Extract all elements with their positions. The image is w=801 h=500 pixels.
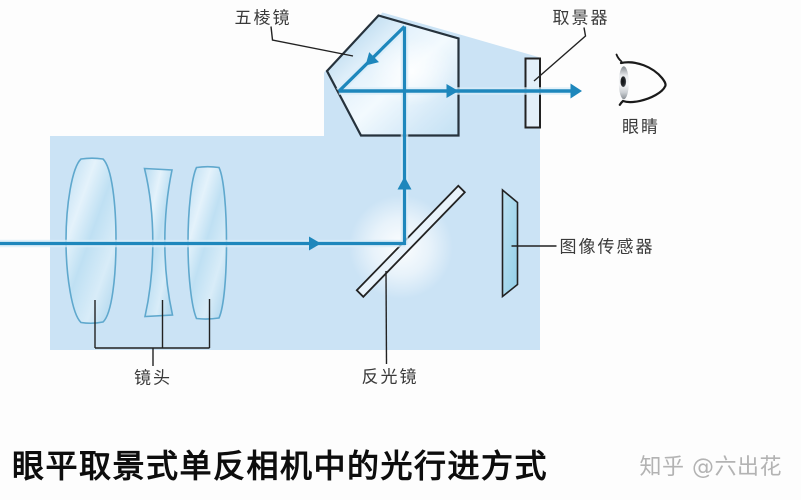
mirror-callout-line <box>385 270 388 365</box>
eye-figure <box>615 53 667 106</box>
viewfinder-label: 取景器 <box>552 8 610 29</box>
eye-label: 眼睛 <box>622 117 660 138</box>
viewfinder-callout-line <box>533 27 587 82</box>
image-sensor-label: 图像传感器 <box>559 237 655 258</box>
callout-lines <box>94 26 587 366</box>
camera-body-shape <box>50 12 540 350</box>
arrowhead-up <box>397 176 412 190</box>
reflex-mirror-label: 反光镜 <box>361 367 419 388</box>
arrowhead-prism-exit <box>446 84 459 98</box>
arrowhead-diagonal <box>365 52 379 66</box>
eyelid-outline <box>618 61 667 106</box>
figure-title: 眼平取景式单反相机中的光行进方式 <box>12 447 549 485</box>
pentaprism-label: 五棱镜 <box>234 8 292 29</box>
image-sensor-shape <box>501 188 519 299</box>
eyelash <box>615 53 623 63</box>
arrowhead-to-eye <box>570 83 582 99</box>
iris <box>620 76 627 88</box>
lens-bracket <box>94 299 211 366</box>
pentaprism-callout-line <box>270 26 354 57</box>
beam-arrowheads <box>309 52 582 251</box>
watermark: 知乎 @六出花 <box>639 455 782 480</box>
lens-label: 镜头 <box>134 368 172 389</box>
reflex-mirror-shape <box>355 184 467 299</box>
arrowhead-right-mid <box>309 236 321 251</box>
